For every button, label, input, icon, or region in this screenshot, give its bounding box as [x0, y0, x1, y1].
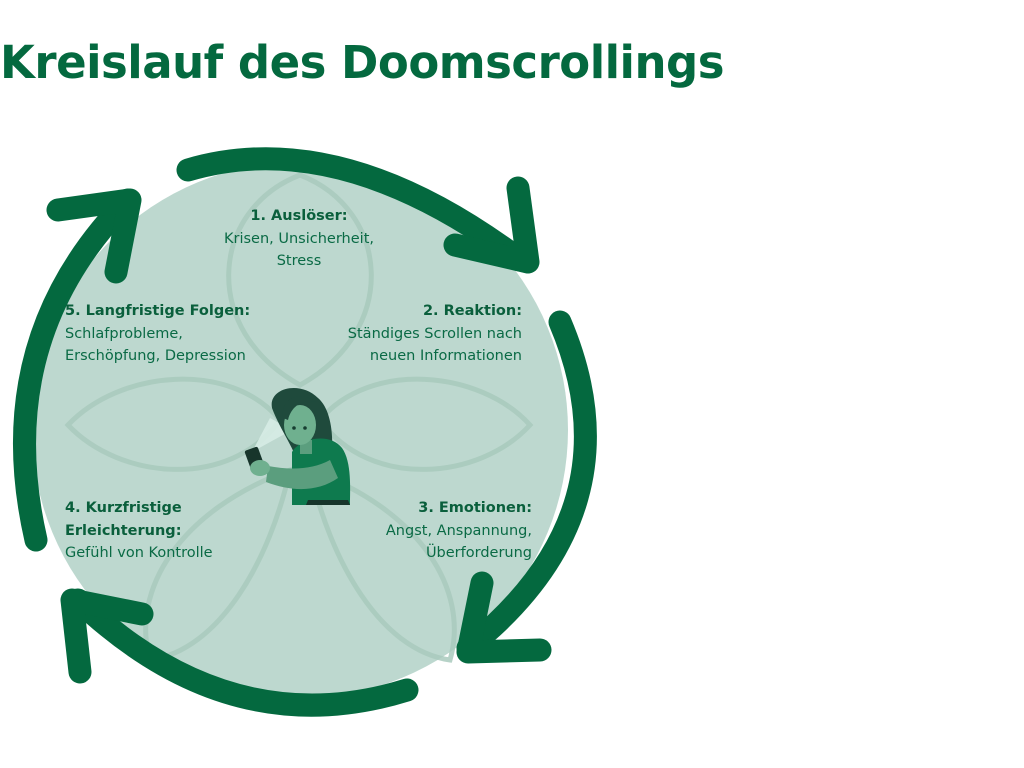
face	[284, 405, 316, 445]
hand	[250, 460, 270, 476]
petal-bottom-right	[306, 466, 457, 663]
step-3-heading: 3. Emotionen:	[418, 500, 532, 516]
arrow-arc-bottom	[66, 588, 419, 717]
eye-right	[303, 426, 307, 430]
step-2-text: Ständiges Scrollen nach neuen Informatio…	[347, 325, 522, 365]
eye-left	[292, 426, 296, 430]
step-1-heading: 1. Auslöser:	[250, 208, 348, 224]
arm	[266, 460, 338, 490]
illustration-base	[306, 500, 350, 505]
step-4-heading: 4. Kurzfristige Erleichterung:	[65, 500, 182, 539]
hair-front	[282, 396, 316, 420]
step-3-emotions: 3. Emotionen: Angst, Anspannung, Überfor…	[330, 497, 532, 565]
arrowhead-bottom	[60, 588, 154, 684]
step-3-text: Angst, Anspannung, Überforderung	[385, 522, 532, 562]
step-1-trigger: 1. Auslöser: Krisen, Unsicherheit, Stres…	[188, 205, 410, 273]
step-4-text: Gefühl von Kontrolle	[65, 545, 213, 561]
arrowhead-right	[456, 571, 552, 664]
petal-top	[226, 172, 374, 388]
arrowhead-left	[46, 188, 142, 284]
arrow-arc-right	[456, 310, 597, 660]
petal-left	[64, 376, 284, 472]
page-title: Kreislauf des Doomscrollings	[0, 36, 725, 89]
step-4-short-term-relief: 4. Kurzfristige Erleichterung: Gefühl vo…	[65, 497, 275, 565]
step-5-long-term-effects: 5. Langfristige Folgen: Schlafprobleme, …	[65, 300, 295, 368]
step-2-reaction: 2. Reaktion: Ständiges Scrollen nach neu…	[300, 300, 522, 368]
woman-with-phone-illustration	[244, 387, 351, 505]
step-1-text: Krisen, Unsicherheit, Stress	[224, 230, 374, 270]
petal-right	[316, 376, 534, 472]
arrow-arc-left	[13, 188, 140, 552]
cycle-arrows	[13, 147, 597, 717]
step-2-heading: 2. Reaktion:	[422, 303, 522, 319]
arrowhead-top	[443, 176, 540, 274]
arrow-arc-top	[176, 147, 532, 272]
step-5-text: Schlafprobleme, Erschöpfung, Depression	[65, 325, 246, 365]
step-5-heading: 5. Langfristige Folgen:	[65, 303, 251, 319]
